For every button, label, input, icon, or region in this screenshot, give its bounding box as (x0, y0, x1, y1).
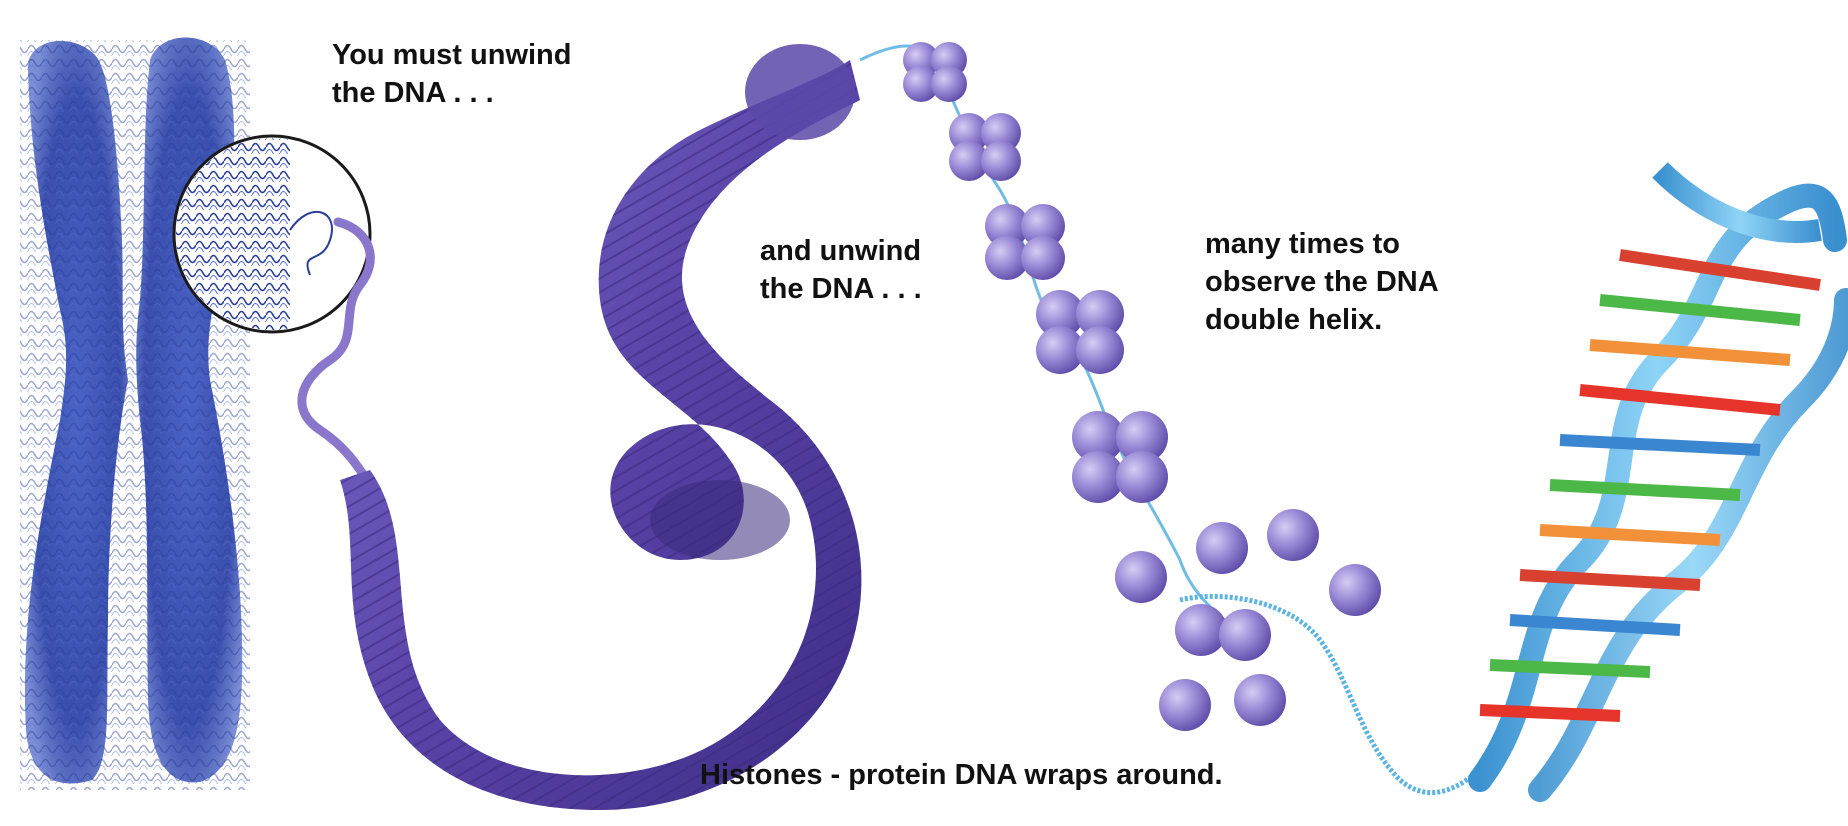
nucleosome-cluster-icon (903, 42, 1168, 503)
caption-histones: Histones - protein DNA wraps around. (700, 756, 1223, 794)
caption-unwind-second: and unwind the DNA . . . (760, 232, 922, 308)
caption-many-times: many times to observe the DNA double hel… (1205, 225, 1439, 339)
caption-unwind-first: You must unwind the DNA . . . (332, 36, 572, 112)
dna-double-helix-icon (1480, 170, 1846, 790)
histone-spheres-icon (1115, 509, 1381, 731)
chromosome-icon (20, 38, 250, 791)
chromatin-fiber-icon (340, 44, 861, 810)
